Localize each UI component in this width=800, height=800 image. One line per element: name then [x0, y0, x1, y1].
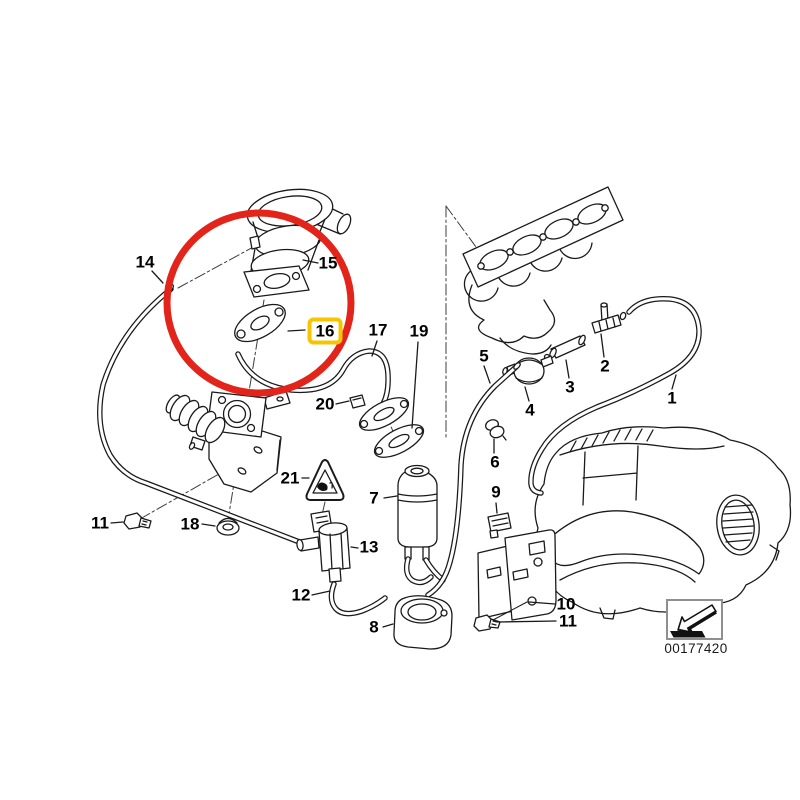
part-callout-19[interactable]: 19 — [409, 321, 429, 341]
part-callout-11[interactable]: 11 — [559, 611, 577, 631]
gasket-19-drawing — [373, 424, 425, 458]
part-callout-17[interactable]: 17 — [368, 320, 388, 340]
part-callout-11[interactable]: 11 — [91, 513, 109, 533]
part-callout-7[interactable]: 7 — [369, 488, 379, 508]
hose-5-drawing — [425, 362, 521, 598]
part-callout-4[interactable]: 4 — [525, 400, 535, 420]
gasket-16-drawing — [234, 303, 286, 343]
part-callout-1[interactable]: 1 — [667, 388, 677, 408]
part-callout-5[interactable]: 5 — [479, 346, 489, 366]
valve-13-drawing — [296, 510, 351, 583]
part-callout-8[interactable]: 8 — [369, 617, 379, 637]
part-callout-21[interactable]: 21 — [280, 468, 300, 488]
part-callout-3[interactable]: 3 — [565, 377, 575, 397]
intake-manifold-drawing — [534, 426, 792, 620]
hose-1-drawing — [528, 296, 702, 496]
part-callout-13[interactable]: 13 — [359, 537, 379, 557]
part-callout-20[interactable]: 20 — [315, 394, 335, 414]
part-callout-10[interactable]: 10 — [556, 594, 576, 614]
fitting-2-drawing — [591, 302, 627, 334]
leader-lines — [110, 259, 677, 628]
part-callout-15[interactable]: 15 — [318, 253, 338, 273]
air-valve-15-drawing — [243, 188, 352, 298]
bolt-11-left-drawing — [123, 512, 152, 530]
grommet-18-drawing — [216, 517, 240, 536]
exhaust-manifold-drawing — [462, 186, 624, 355]
flex-pipe-bracket-drawing — [165, 390, 291, 493]
clamp-6-drawing — [485, 419, 507, 441]
canister-7-drawing — [397, 464, 438, 561]
bolt-11-bottom-drawing — [473, 601, 528, 632]
part-callout-2[interactable]: 2 — [600, 356, 610, 376]
warning-triangle-icon — [305, 459, 345, 501]
page-back-arrow-icon — [670, 604, 717, 638]
part-callout-6[interactable]: 6 — [490, 452, 500, 472]
pipe-3-drawing — [543, 334, 586, 361]
part-callout-18[interactable]: 18 — [180, 514, 200, 534]
part-callout-9[interactable]: 9 — [491, 482, 501, 502]
nut-20-drawing — [349, 394, 366, 409]
part-callout-16[interactable]: 16 — [307, 317, 343, 345]
highlight-ellipse — [163, 209, 355, 397]
bracket-10-drawing — [477, 529, 557, 621]
bracket-8-drawing — [393, 595, 453, 650]
clip-9-drawing — [487, 512, 512, 539]
part-callout-14[interactable]: 14 — [135, 252, 155, 272]
back-arrow-button[interactable] — [666, 599, 723, 640]
part-callout-12[interactable]: 12 — [291, 585, 311, 605]
diagram-number: 00177420 — [664, 641, 728, 656]
